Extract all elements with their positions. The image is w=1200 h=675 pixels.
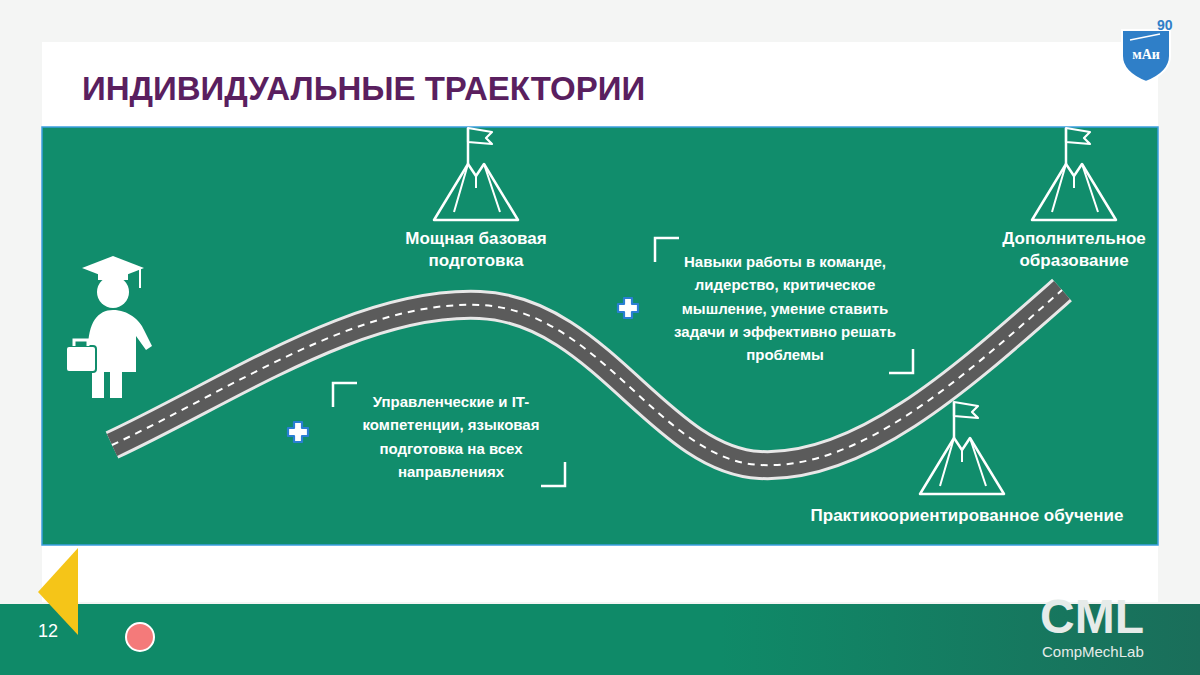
road-dash [112,290,1062,465]
mountain-flag-icon [920,402,1004,494]
skills-note: Навыки работы в команде, лидерство, крит… [662,250,908,366]
road-edge [112,290,1062,465]
milestone-caption: Мощная базовая подготовка [376,228,576,272]
plus-icon [618,298,638,318]
graduate-icon [66,256,152,398]
pink-dot [126,623,154,651]
slide-title: ИНДИВИДУАЛЬНЫЕ ТРАЕКТОРИИ [82,70,645,108]
competences-note: Управленческие и IT-компетенции, языкова… [340,390,562,483]
corner-bracket [655,238,913,373]
logo-anniversary: 90 [1157,16,1187,34]
logo-shield [1122,30,1170,82]
footer-band [0,604,1200,675]
milestone-caption: Практикоориентированное обучение [772,505,1162,527]
logo-wing [1130,34,1160,40]
watermark: CompMechLab [1042,642,1192,662]
watermark: CML [1040,586,1180,648]
page-number: 12 [38,620,78,643]
corner-bracket [333,383,565,486]
road [112,290,1062,465]
milestone-caption: Дополнительное образование [986,228,1162,272]
plus-icon [288,422,308,442]
green-panel [42,127,1158,545]
logo-text: мАи [1124,46,1168,64]
mountain-flag-icon [434,128,518,220]
mountain-flag-icon [1032,128,1116,220]
